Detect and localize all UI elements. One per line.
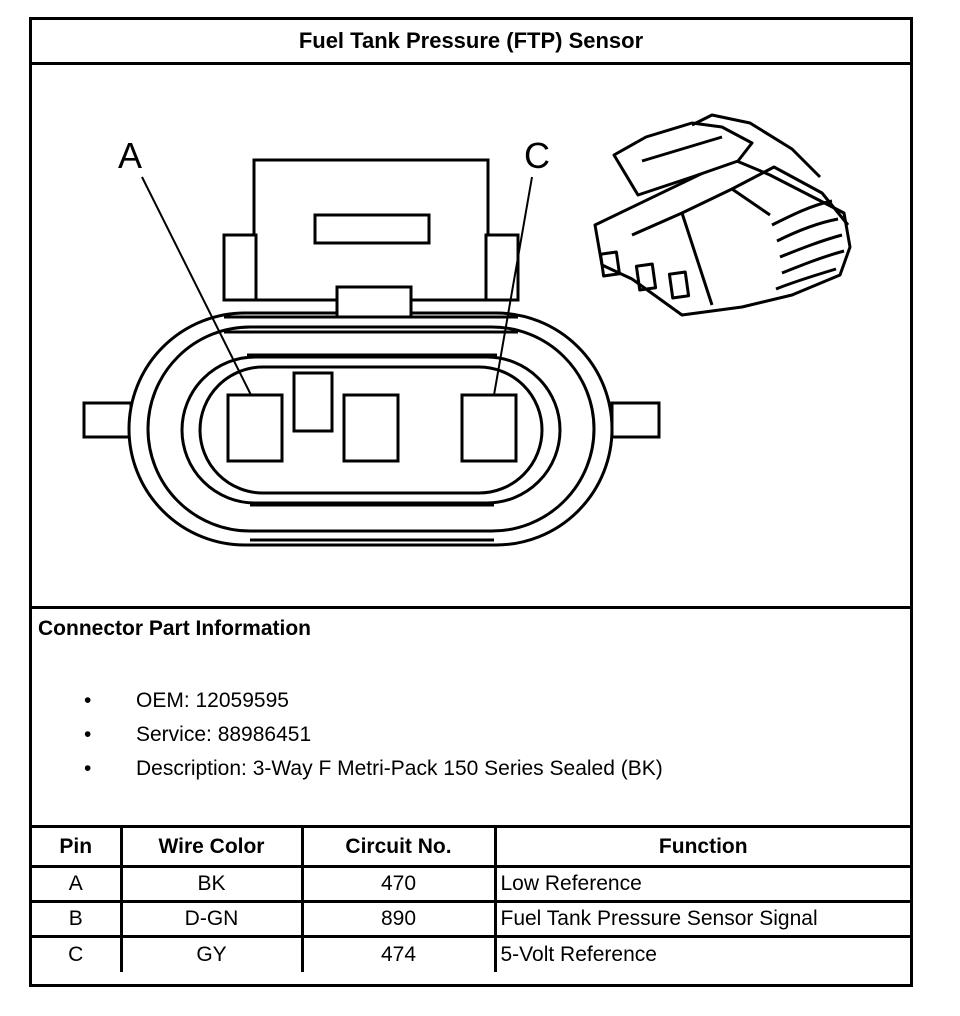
latch-left-ear [222,233,258,302]
left-tab [82,401,133,439]
outer-body-inner [146,325,596,533]
iso-cavity-a [599,250,621,278]
cell-function: Low Reference [493,865,910,903]
service-text: Service: 88986451 [136,723,312,746]
header-function: Function [493,825,910,868]
iso-cavity-b [634,262,658,292]
cell-circuit: 470 [300,865,497,903]
info-heading: Connector Part Information [38,617,312,640]
cell-function: 5-Volt Reference [493,935,910,972]
table-row: A BK 470 Low Reference [32,865,910,903]
cavity-b [342,393,400,463]
list-item-service: • Service: 88986451 [84,718,663,752]
header-pin: Pin [32,825,123,868]
header-circuit-no: Circuit No. [300,825,497,868]
cavity-c [460,393,518,463]
header-wire-color: Wire Color [119,825,304,868]
cell-circuit: 890 [300,900,497,938]
table-header-row: Pin Wire Color Circuit No. Function [32,825,910,868]
cell-pin: A [32,865,123,903]
oem-text: OEM: 12059595 [136,689,289,712]
table-row: B D-GN 890 Fuel Tank Pressure Sensor Sig… [32,900,910,938]
latch-top [252,158,490,302]
connector-part-info: Connector Part Information • OEM: 120595… [32,606,910,825]
iso-cavity-c [667,270,691,300]
cell-wire-color: BK [119,865,304,903]
cell-circuit: 474 [300,935,497,972]
latch-key [335,285,413,319]
cell-pin: B [32,900,123,938]
info-list: • OEM: 12059595 • Service: 88986451 • De… [84,684,663,786]
page-title: Fuel Tank Pressure (FTP) Sensor [32,20,910,65]
list-item-description: • Description: 3-Way F Metri-Pack 150 Se… [84,752,663,786]
latch-window [313,213,431,245]
cavity-key [292,371,334,433]
pinout-table: Pin Wire Color Circuit No. Function A BK… [32,825,910,972]
cell-function: Fuel Tank Pressure Sensor Signal [493,900,910,938]
connector-face-diagram: A C [82,113,852,547]
pin-label-c: C [524,135,550,176]
cell-pin: C [32,935,123,972]
cavity-a [226,393,284,463]
bullet-icon: • [84,757,92,780]
connector-isometric-view [593,113,852,317]
table-row: C GY 474 5-Volt Reference [32,935,910,972]
leader-a [141,176,252,396]
right-tab [610,401,661,439]
seal-inner [198,365,544,495]
cell-wire-color: D-GN [119,900,304,938]
pin-label-a: A [118,135,142,176]
connector-drawing: A C [32,65,910,606]
bullet-icon: • [84,723,92,746]
leader-c [493,176,533,396]
bullet-icon: • [84,689,92,712]
cell-wire-color: GY [119,935,304,972]
list-item-oem: • OEM: 12059595 [84,684,663,718]
connector-sheet: Fuel Tank Pressure (FTP) Sensor [29,17,913,987]
description-text: Description: 3-Way F Metri-Pack 150 Seri… [136,757,663,780]
seal-outer [180,355,562,505]
